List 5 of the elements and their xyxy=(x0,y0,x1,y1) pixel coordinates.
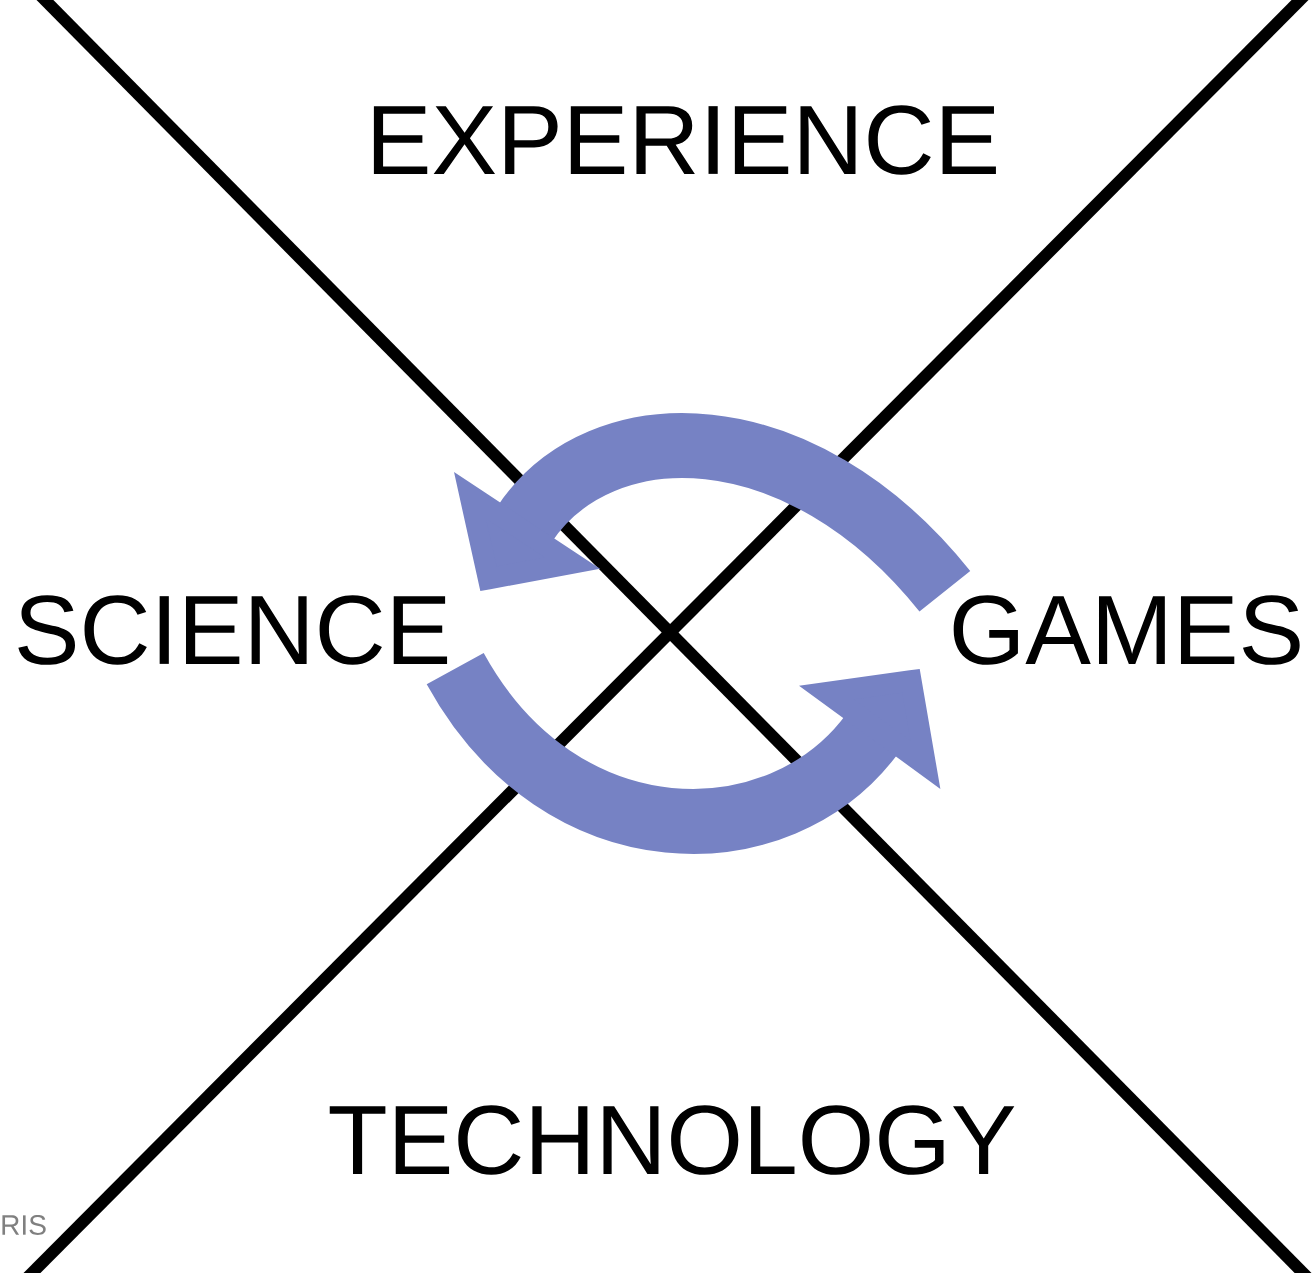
word-label: TECHNOLOGY xyxy=(329,1105,1015,1175)
word-label: SCIENCE xyxy=(18,595,448,665)
word-label: RIS xyxy=(2,1215,46,1235)
word-label: GAMES xyxy=(953,595,1300,665)
word-label: EXPERIENCE xyxy=(373,105,996,175)
